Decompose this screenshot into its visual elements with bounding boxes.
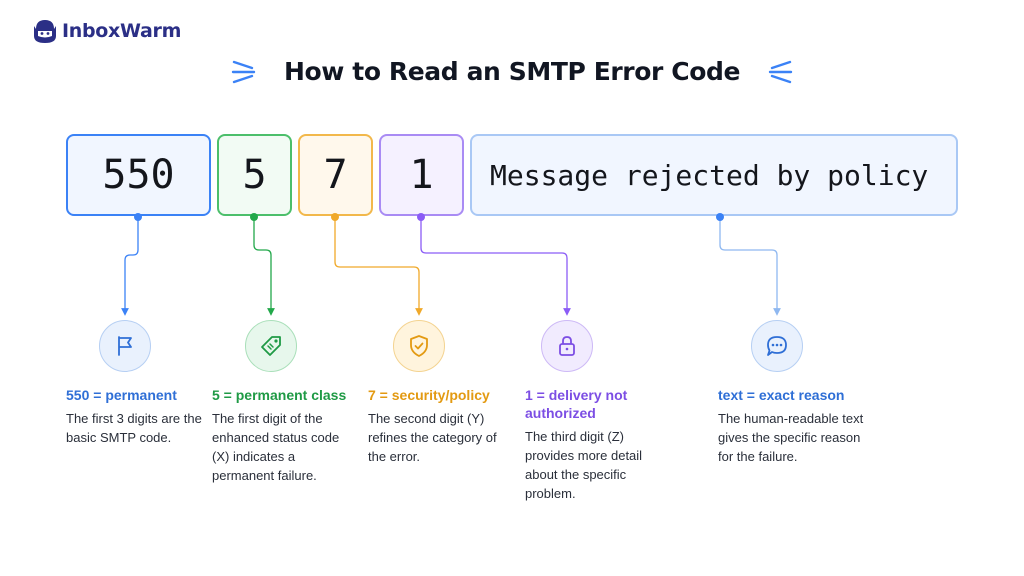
brand-mascot-icon	[34, 20, 56, 43]
connector-message	[719, 217, 781, 316]
explanation-detail: 1 = delivery not authorized The third di…	[525, 386, 653, 503]
explanation-text: The human-readable text gives the specif…	[718, 411, 864, 464]
brand-name: InboxWarm	[62, 20, 182, 42]
explanation-text: The second digit (Y) refines the categor…	[368, 411, 497, 464]
explanation-heading: 1 = delivery not authorized	[525, 387, 628, 421]
flag-icon	[99, 320, 151, 372]
explanation-heading: 550 = permanent	[66, 387, 177, 403]
explanation-text: The first 3 digits are the basic SMTP co…	[66, 411, 202, 445]
left-rays-icon	[231, 60, 256, 84]
explanation-message: text = exact reason The human-readable t…	[718, 386, 870, 466]
shield-check-icon	[393, 320, 445, 372]
explanation-class: 5 = permanent class The first digit of t…	[212, 386, 352, 485]
connector-subject	[334, 217, 423, 316]
chat-bubble-icon	[751, 320, 803, 372]
explanation-heading: text = exact reason	[718, 387, 845, 403]
lock-icon	[541, 320, 593, 372]
brand-logo: InboxWarm	[30, 16, 181, 46]
code-box-basic: 550	[66, 134, 211, 216]
right-rays-icon	[768, 60, 793, 84]
code-box-detail: 1	[379, 134, 464, 216]
title-row: How to Read an SMTP Error Code	[0, 56, 1024, 86]
explanation-text: The first digit of the enhanced status c…	[212, 411, 340, 483]
connector-basic	[121, 217, 139, 316]
code-box-subject: 7	[298, 134, 373, 216]
code-box-message: Message rejected by policy	[470, 134, 958, 216]
explanation-heading: 7 = security/policy	[368, 387, 490, 403]
tag-icon	[245, 320, 297, 372]
code-box-class: 5	[217, 134, 292, 216]
connector-class	[253, 217, 275, 316]
page-title: How to Read an SMTP Error Code	[283, 56, 741, 86]
explanation-subject: 7 = security/policy The second digit (Y)…	[368, 386, 500, 466]
explanation-text: The third digit (Z) provides more detail…	[525, 429, 643, 501]
explanation-heading: 5 = permanent class	[212, 387, 347, 403]
explanation-basic: 550 = permanent The first 3 digits are t…	[66, 386, 206, 447]
connector-detail	[420, 217, 571, 316]
